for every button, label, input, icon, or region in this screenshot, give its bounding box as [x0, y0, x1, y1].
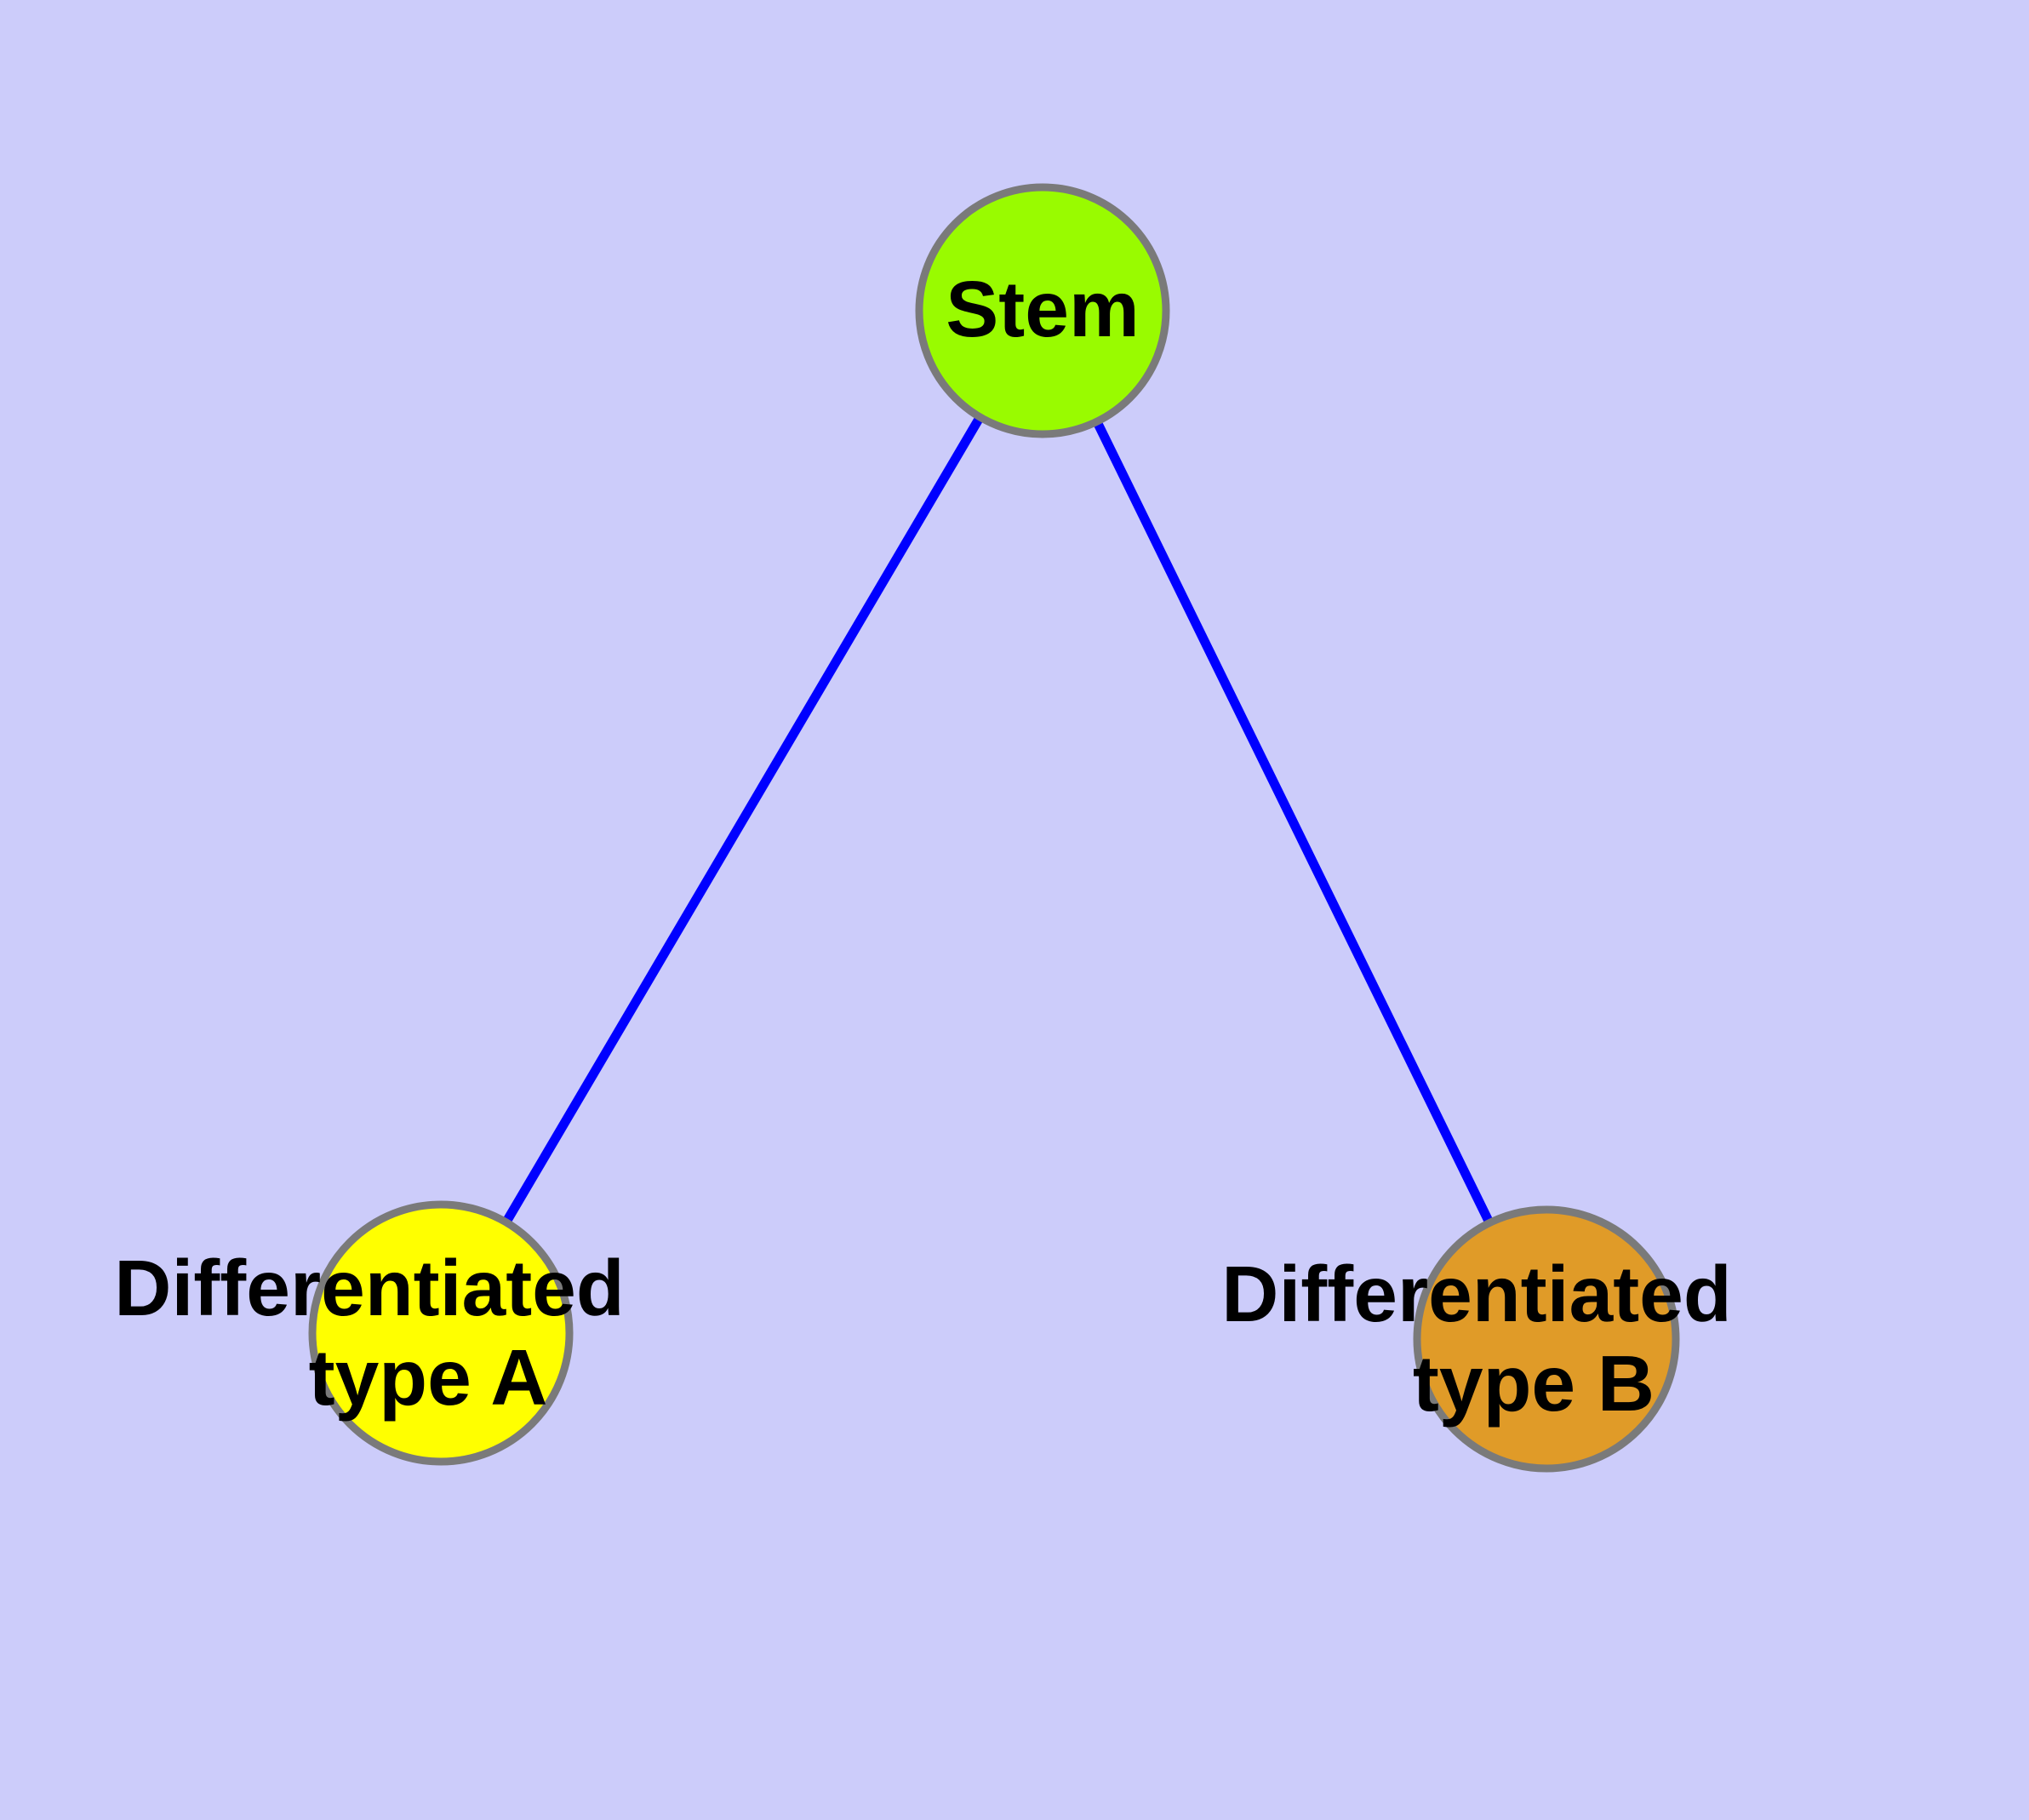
node-circle-differentiated-type-b[interactable]	[1413, 1205, 1680, 1473]
node-label-differentiated-type-a-line2: type A	[309, 1333, 548, 1422]
node-label-differentiated-type-a-line1: Differentiated	[114, 1244, 624, 1332]
label-layer: Stem Differentiated type A Differentiate…	[114, 265, 1731, 1428]
node-label-differentiated-type-b-line2: type B	[1413, 1339, 1655, 1428]
node-label-differentiated-type-b-line1: Differentiated	[1221, 1250, 1731, 1338]
node-circle-stem[interactable]	[915, 183, 1170, 438]
node-label-stem: Stem	[946, 265, 1139, 353]
edge-stem-to-differentiated-type-a[interactable]	[500, 411, 986, 1228]
node-circle-differentiated-type-a[interactable]	[308, 1200, 574, 1466]
edge-stem-to-differentiated-type-b[interactable]	[1091, 416, 1495, 1228]
edge-layer	[500, 411, 1495, 1228]
node-layer	[308, 183, 1680, 1473]
